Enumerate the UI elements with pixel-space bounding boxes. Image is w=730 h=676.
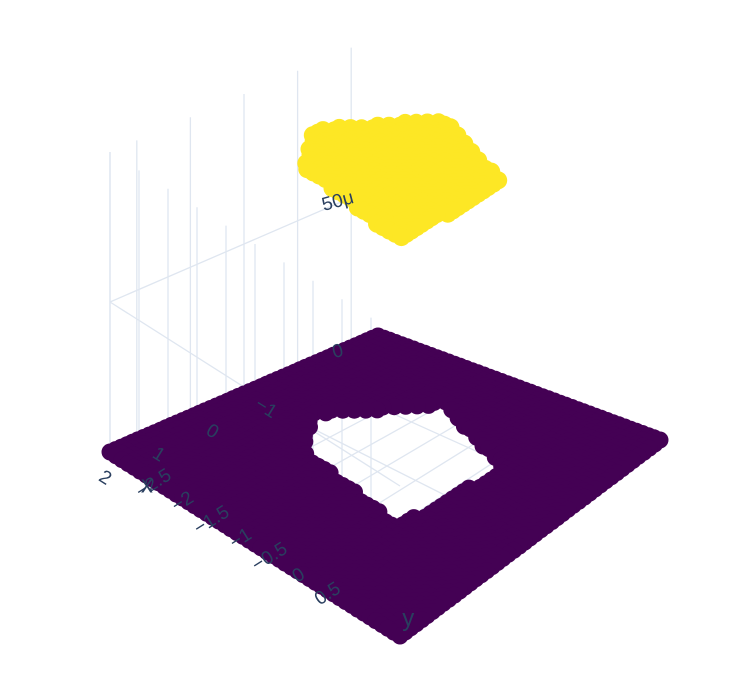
z-gridline	[109, 185, 379, 303]
scatter-markers	[101, 113, 669, 645]
z-tick-label: 0	[330, 340, 346, 363]
x-tick-label: 2	[95, 466, 115, 489]
floor-marker	[317, 404, 335, 422]
y-axis-title: y	[402, 605, 414, 632]
elevated-marker	[392, 228, 411, 247]
x-axis-title: x	[141, 471, 153, 498]
floor-marker	[334, 401, 352, 419]
floor-marker	[391, 627, 409, 645]
